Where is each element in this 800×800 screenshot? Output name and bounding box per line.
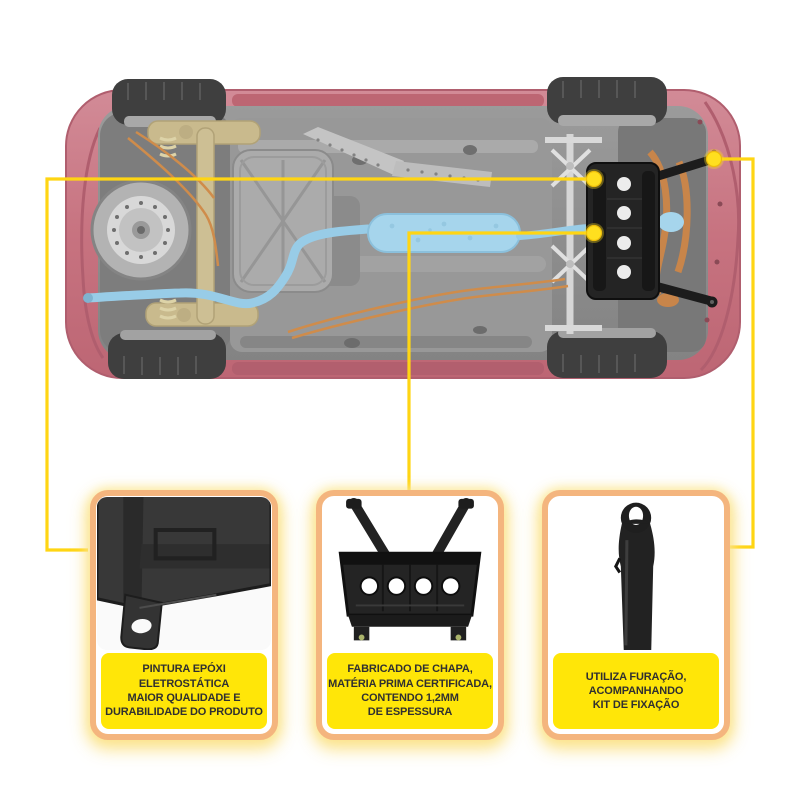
- feature-label-paint: PINTURA EPÓXI ELETROSTÁTICA MAIOR QUALID…: [101, 653, 267, 729]
- mounting-bracket-image: [549, 497, 723, 650]
- feature-card-steel-sheet: FABRICADO DE CHAPA, MATÉRIA PRIMA CERTIF…: [316, 490, 504, 740]
- callout-lines: [45, 157, 755, 552]
- wheel-rear-left: [112, 79, 226, 125]
- callout-dot-1: [585, 170, 603, 188]
- brake-lines: [127, 130, 569, 340]
- callout-dot-2: [585, 224, 603, 242]
- exhaust-tip: [83, 293, 93, 303]
- feature-photo-plate-corner: [97, 497, 271, 650]
- feature-label-fixing-kit: UTILIZA FURAÇÃO, ACOMPANHANDO KIT DE FIX…: [553, 653, 719, 729]
- feature-card-paint: PINTURA EPÓXI ELETROSTÁTICA MAIOR QUALID…: [90, 490, 278, 740]
- skid-plate-installed: [586, 152, 720, 308]
- wheel-front-left: [547, 77, 667, 124]
- callout-line-fixing-kit: [714, 157, 755, 549]
- callout-line-paint: [45, 177, 594, 552]
- skid-plate-product-image: [326, 497, 494, 650]
- callout-dot-3: [705, 150, 723, 168]
- wheel-front-right: [547, 331, 667, 378]
- callout-line-steel-sheet: [407, 231, 594, 493]
- feature-photo-bracket: [549, 497, 723, 650]
- rear-axle: [145, 120, 261, 327]
- fuel-tank: [232, 149, 334, 293]
- downpipe: [658, 212, 684, 232]
- front-subframe: [545, 134, 602, 334]
- spare-tire: [90, 179, 192, 281]
- plate-corner-closeup-image: [97, 497, 271, 650]
- feature-card-fixing-kit: UTILIZA FURAÇÃO, ACOMPANHANDO KIT DE FIX…: [542, 490, 730, 740]
- feature-label-steel-sheet: FABRICADO DE CHAPA, MATÉRIA PRIMA CERTIF…: [327, 653, 493, 729]
- callout-dots: [584, 149, 724, 243]
- wheels: [108, 77, 667, 379]
- feature-photo-skid-plate: [323, 497, 497, 650]
